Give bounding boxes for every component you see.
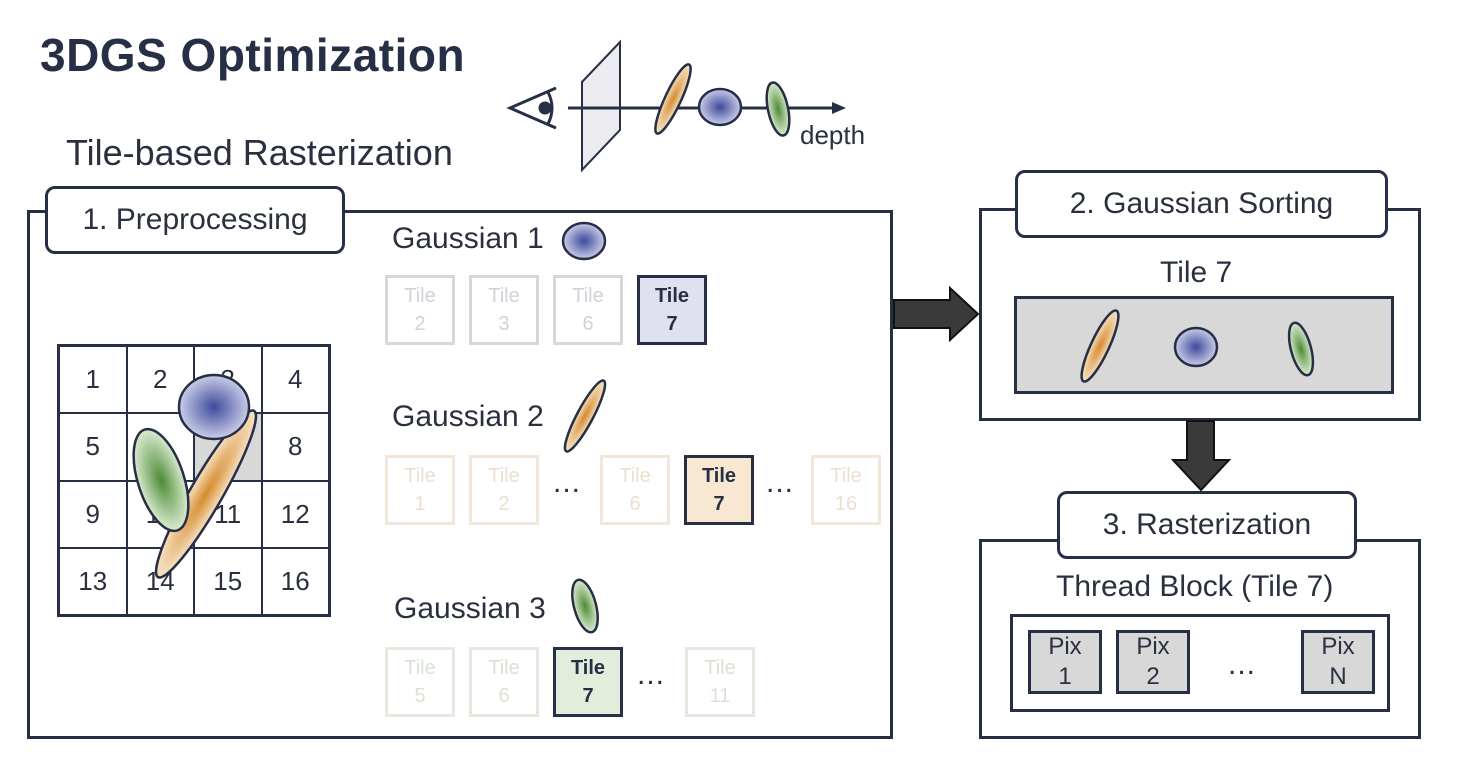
- gaussian-2-icon: [563, 379, 607, 453]
- grid-cell: 13: [59, 547, 127, 615]
- arrow-right-icon: [893, 285, 980, 343]
- eye-icon: [506, 86, 557, 130]
- gaussian-3-label: Gaussian 3: [394, 592, 546, 625]
- grid-cell: 9: [59, 480, 127, 548]
- rasterization-tab: 3. Rasterization: [1057, 491, 1357, 559]
- g2-ellipsis-2: ...: [766, 466, 795, 499]
- grid-cell: 16: [261, 547, 329, 615]
- sorting-tile-label: Tile 7: [1160, 256, 1233, 289]
- depth-label: depth: [800, 120, 866, 150]
- gaussian-2-label: Gaussian 2: [392, 400, 544, 433]
- image-plane: [581, 39, 621, 173]
- green-gaussian-grid: [132, 427, 190, 533]
- sorting-tab: 2. Gaussian Sorting: [1015, 170, 1388, 238]
- grid-cell: 4: [261, 346, 329, 414]
- blue-gaussian-grid: [177, 373, 251, 441]
- g2-ellipsis-1: ...: [553, 466, 582, 499]
- orange-gaussian-grid: [154, 409, 258, 579]
- gaussian-3-icon: [571, 578, 599, 634]
- subtitle: Tile-based Rasterization: [66, 132, 453, 173]
- grid-cell: 12: [261, 480, 329, 548]
- preprocessing-tab: 1. Preprocessing: [45, 186, 345, 254]
- grid-cell: 5: [59, 413, 127, 481]
- blue-gaussian-top: [697, 87, 743, 127]
- gaussian-1-label: Gaussian 1: [392, 222, 544, 255]
- depth-arrowhead: [832, 102, 846, 114]
- green-gaussian-top: [765, 81, 791, 137]
- gaussian-1-icon: [561, 221, 607, 261]
- sorted-orange-gaussian: [1080, 309, 1120, 383]
- arrow-down-icon: [1170, 420, 1232, 492]
- page-title: 3DGS Optimization: [40, 29, 466, 81]
- thread-block-label: Thread Block (Tile 7): [1056, 570, 1334, 603]
- grid-cell: 8: [261, 413, 329, 481]
- grid-cell: 15: [194, 547, 262, 615]
- g3-ellipsis: ...: [637, 658, 666, 691]
- sorted-green-gaussian: [1287, 321, 1315, 377]
- grid-cell: 1: [59, 346, 127, 414]
- orange-gaussian-top: [654, 63, 692, 135]
- sorted-blue-gaussian: [1173, 326, 1219, 368]
- pixel-ellipsis: ...: [1228, 648, 1257, 681]
